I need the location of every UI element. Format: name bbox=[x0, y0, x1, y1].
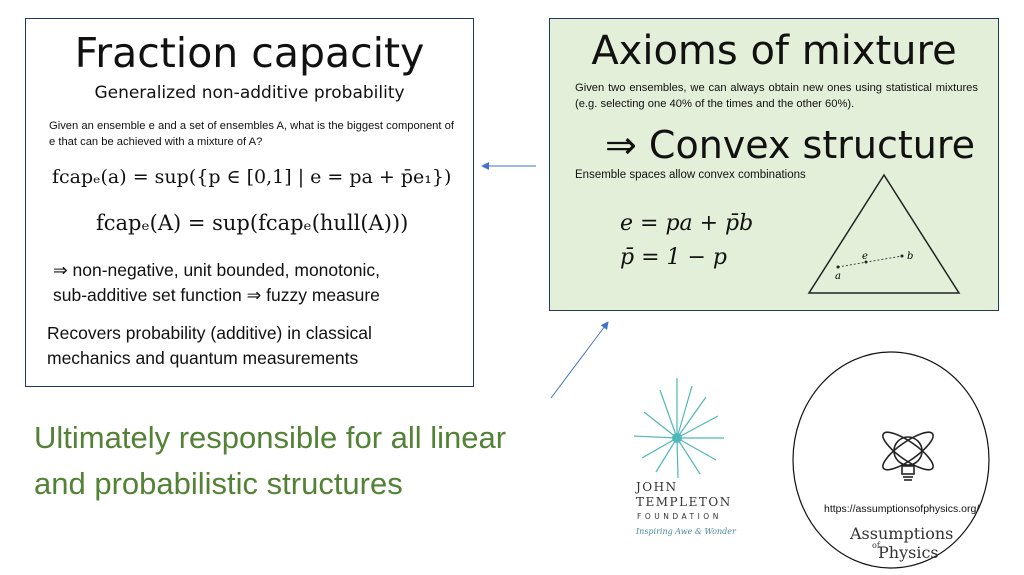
templeton-tagline: Inspiring Awe & Wonder bbox=[636, 527, 736, 536]
fraction-capacity-subtitle: Generalized non-additive probability bbox=[94, 83, 405, 103]
mixture-segment bbox=[837, 255, 903, 268]
aop-url[interactable]: https://assumptionsofphysics.org/ bbox=[824, 503, 980, 515]
templeton-line-3: FOUNDATION bbox=[637, 512, 722, 521]
fcap-formula-element: fcapₑ(a) = sup({p ∈ [0,1] | e = pa + p̄e… bbox=[52, 166, 452, 188]
triangle-outline bbox=[807, 173, 961, 294]
recovers-line-2: mechanics and quantum measurements bbox=[47, 348, 359, 368]
templeton-line-1: JOHN bbox=[636, 480, 678, 494]
fraction-capacity-description: Given an ensemble e and a set of ensembl… bbox=[49, 120, 454, 148]
convex-caption: Ensemble spaces allow convex combination… bbox=[575, 169, 806, 181]
label-e: e bbox=[862, 251, 868, 262]
p-bar-equation: p̄ = 1 − p bbox=[620, 245, 728, 270]
conclusion-line-1: Ultimately responsible for all linear bbox=[34, 420, 507, 455]
mixture-equation: e = pa + p̄b bbox=[620, 211, 754, 236]
point-e bbox=[864, 260, 868, 264]
axioms-description: Given two ensembles, we can always obtai… bbox=[575, 82, 978, 110]
convex-triangle-diagram: a e b bbox=[807, 173, 961, 294]
fraction-capacity-title: Fraction capacity bbox=[74, 29, 425, 77]
aop-name-line-1: Assumptions bbox=[850, 524, 954, 543]
fraction-capacity-panel: Fraction capacity Generalized non-additi… bbox=[25, 18, 474, 387]
arrow-to-axioms bbox=[550, 321, 609, 399]
label-a: a bbox=[835, 271, 841, 282]
assumptions-of-physics-logo: https://assumptionsofphysics.org/ Assump… bbox=[792, 351, 990, 569]
conclusion-line-2: and probabilistic structures bbox=[34, 466, 403, 501]
atom-lightbulb-icon bbox=[882, 431, 934, 481]
properties-line-2: sub-additive set function ⇒ fuzzy measur… bbox=[53, 285, 380, 305]
aop-circle bbox=[792, 351, 990, 569]
convex-structure-heading: ⇒ Convex structure bbox=[605, 123, 975, 167]
label-b: b bbox=[907, 251, 913, 262]
templeton-line-2: TEMPLETON bbox=[636, 495, 732, 509]
point-b bbox=[900, 254, 904, 258]
starburst-icon bbox=[633, 378, 724, 479]
templeton-foundation-logo: JOHN TEMPLETON FOUNDATION Inspiring Awe … bbox=[630, 372, 750, 542]
axioms-of-mixture-panel: Axioms of mixture Given two ensembles, w… bbox=[549, 18, 999, 311]
recovers-line-1: Recovers probability (additive) in class… bbox=[47, 323, 372, 343]
aop-name-of: of bbox=[872, 541, 880, 550]
point-a bbox=[836, 265, 840, 269]
aop-name-line-2: Physics bbox=[878, 543, 939, 562]
axioms-title: Axioms of mixture bbox=[591, 28, 957, 74]
fcap-formula-set: fcapₑ(A) = sup(fcapₑ(hull(A))) bbox=[96, 211, 409, 235]
properties-line-1: ⇒ non-negative, unit bounded, monotonic, bbox=[53, 260, 380, 280]
